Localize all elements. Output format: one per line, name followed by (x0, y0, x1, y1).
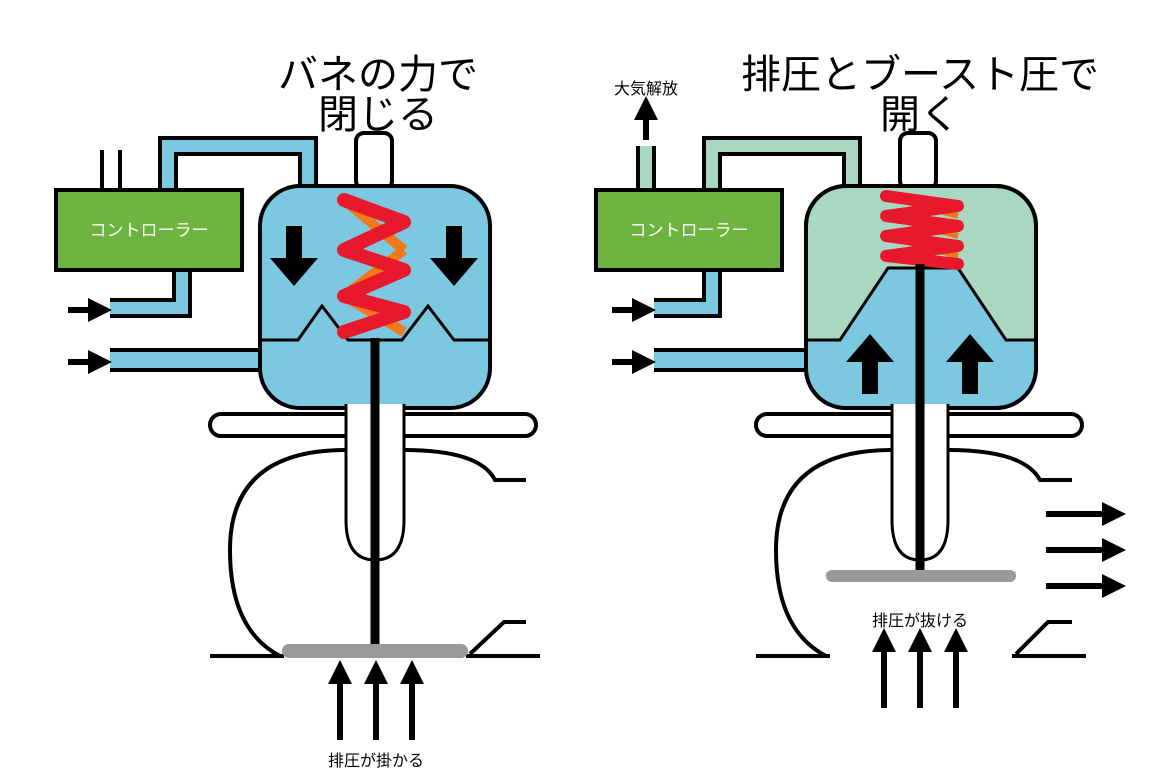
right-spring (880, 190, 964, 270)
left-hose-top (162, 140, 314, 190)
left-controller-label: コントローラー (90, 221, 209, 241)
right-up-arrow-2 (946, 334, 994, 394)
right-housing-left (773, 448, 893, 658)
right-flow-label: 排圧が抜ける (872, 611, 968, 630)
right-up-arrow-1 (846, 334, 894, 394)
left-housing-left (227, 448, 347, 658)
right-hose-boost (654, 260, 718, 314)
left-hose-boost (110, 260, 188, 314)
left-title-line1: バネの力で (278, 52, 478, 98)
right-housing-right (947, 448, 1072, 482)
left-outlet-lip (468, 620, 526, 656)
right-vent-label: 大気解放 (614, 79, 678, 98)
left-bottom-label: 排圧が掛かる (328, 751, 424, 770)
right-panel: 排圧とブースト圧で 開く 大気解放 コントローラー (594, 52, 1126, 708)
right-title-line2: 開く (880, 92, 960, 138)
left-controller-box (54, 188, 244, 272)
right-outlet-lip (1014, 620, 1072, 656)
left-spring (337, 193, 411, 339)
right-controller-label: コントローラー (630, 221, 749, 241)
right-controller-box (594, 188, 784, 272)
right-hose-top-outline (702, 136, 862, 190)
left-valve-disc (282, 644, 468, 658)
left-title-line2: 閉じる (318, 92, 438, 138)
right-rod-cap (898, 131, 938, 191)
left-rod-cap (354, 131, 394, 191)
right-title-line1: 排圧とブースト圧で (741, 52, 1099, 98)
left-housing-right (403, 448, 526, 482)
left-hose-top-outline (158, 136, 318, 190)
left-down-arrow-2 (430, 226, 478, 286)
left-down-arrow-1 (270, 226, 318, 286)
left-panel: バネの力で 閉じる コントローラー (54, 52, 540, 770)
right-hose-top (706, 140, 858, 190)
